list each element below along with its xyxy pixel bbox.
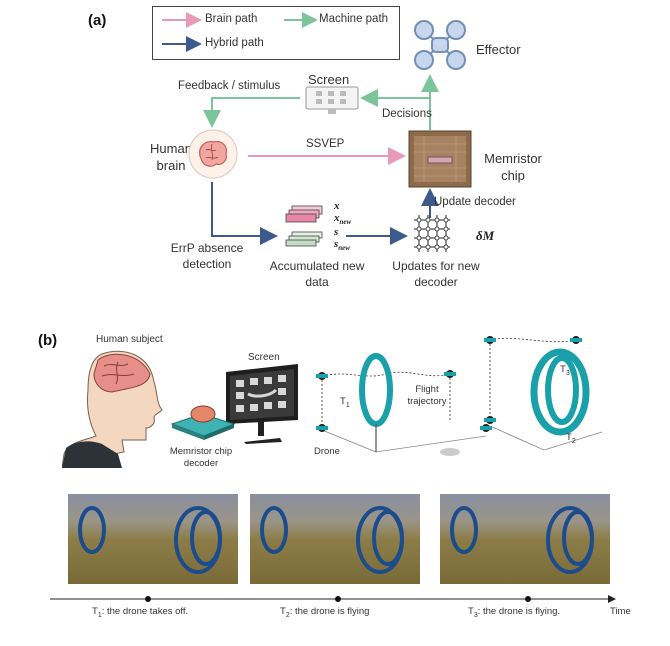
update-decoder-label: Update decoder [434, 196, 516, 208]
t3-label: T3 [560, 364, 570, 377]
timeline-caption-t2: T2: the drone is flying [280, 606, 370, 619]
memristor-label: Memristor chip [484, 151, 542, 183]
legend-arrows [162, 12, 318, 52]
drone-label: Drone [314, 446, 340, 457]
timeline-dot-t1 [145, 596, 151, 602]
legend-brain-label: Brain path [205, 13, 258, 25]
data-x-new: xnew [334, 212, 352, 227]
timeline-caption-t3: T3: the drone is flying. [468, 606, 561, 619]
brain-icon [188, 129, 238, 179]
panel-a-tag: (a) [88, 12, 107, 29]
panel-b-tag: (b) [38, 332, 58, 349]
feedback-label: Feedback / stimulus [178, 80, 281, 92]
ring-scene-1 [359, 353, 393, 427]
accumulated-label: Accumulated new data [269, 259, 365, 289]
human-subject-figure [62, 350, 163, 468]
crossbar-icon [414, 215, 450, 252]
errp-label: ErrP absence detection [170, 241, 244, 271]
screen-b-label: Screen [248, 352, 280, 363]
memristor-decoder-device [170, 405, 238, 440]
updates-label: Updates for new decoder [392, 259, 480, 289]
timeline-dot-t2 [335, 596, 341, 602]
timeline-dot-t3 [525, 596, 531, 602]
timeline-caption-t1: T1: the drone takes off. [92, 606, 189, 619]
decisions-label: Decisions [382, 108, 432, 120]
panel-a-arrows [203, 74, 439, 245]
effector-label: Effector [476, 42, 521, 57]
ssvep-label: SSVEP [306, 138, 345, 150]
feedback-arrow [203, 97, 300, 128]
errp-arrow [211, 182, 278, 245]
photo-rings [78, 506, 594, 574]
t1-label: T1 [340, 396, 350, 409]
data-x-label: x xnew [334, 200, 351, 228]
data-s-new: snew [334, 238, 350, 253]
effector-drone-icon [414, 20, 466, 70]
flight-scene-left [316, 353, 492, 456]
human-brain-label: Human brain [150, 141, 192, 173]
monitor-icon [226, 364, 298, 444]
time-label: Time [610, 606, 631, 617]
legend-machine-label: Machine path [319, 13, 389, 25]
data-x: x [334, 200, 340, 212]
screen-icon [305, 86, 359, 114]
legend-hybrid-label: Hybrid path [205, 37, 264, 49]
flight-trajectory-label: Flight trajectory [407, 384, 447, 407]
ring-scene-2a [530, 348, 590, 436]
legend-box [152, 6, 400, 60]
delta-m-label: δM [476, 228, 495, 243]
memristor-chip-icon [408, 130, 472, 188]
data-s-label: s snew [334, 226, 350, 254]
ring-scene-2b [545, 355, 579, 425]
memristor-decoder-label: Memristor chip decoder [169, 446, 233, 469]
flight-scene-right [484, 336, 603, 451]
screen-label: Screen [308, 72, 350, 87]
human-subject-label: Human subject [96, 334, 163, 345]
data-s: s [334, 226, 339, 238]
accumulated-data-icon [285, 205, 323, 247]
timeline-axis [50, 595, 616, 603]
t2-label: T2 [566, 432, 576, 445]
